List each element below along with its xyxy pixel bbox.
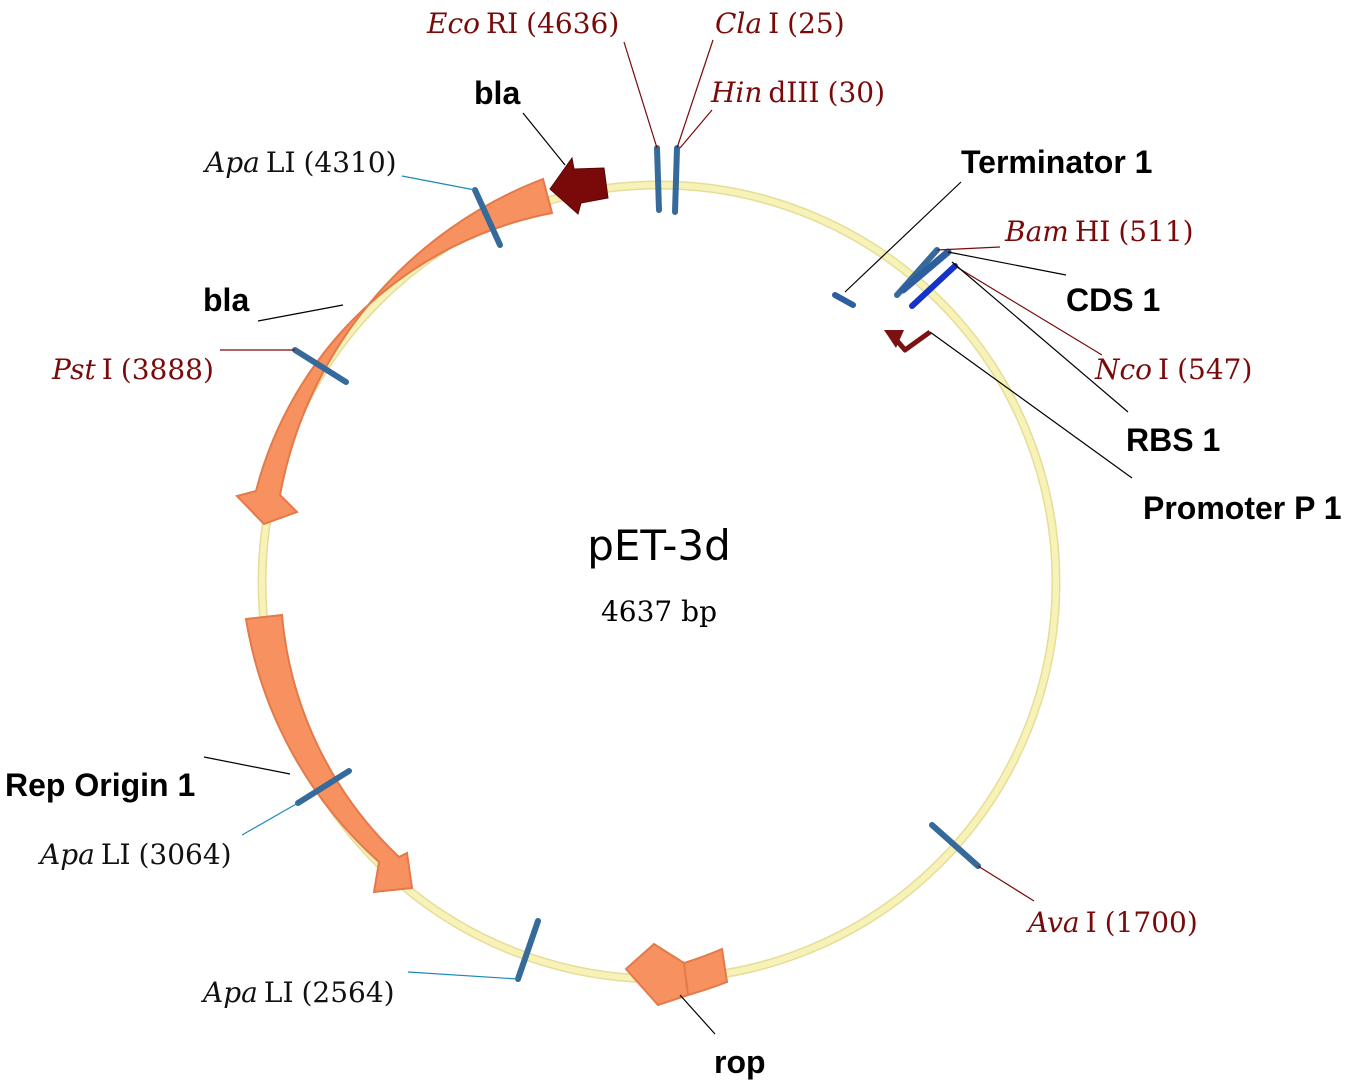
feature-label-promoter: Promoter P 1 xyxy=(1143,490,1342,526)
apali-2564-tick xyxy=(515,918,541,982)
promoter-arrowhead xyxy=(884,330,904,348)
rbs-mark xyxy=(909,263,958,309)
feature-label-rbs: RBS 1 xyxy=(1126,422,1220,458)
feature-label-bla-main: bla xyxy=(203,282,249,318)
bla-main-arrow[interactable] xyxy=(235,177,554,526)
plasmid-name: pET-3d xyxy=(587,521,731,570)
leader-lines xyxy=(203,39,1133,1035)
feature-label-terminator: Terminator 1 xyxy=(961,144,1152,180)
apali-3064-tick xyxy=(295,768,352,806)
ecori-tick xyxy=(654,145,662,213)
psti-tick xyxy=(292,347,349,385)
plasmid-size: 4637 bp xyxy=(601,595,717,628)
feature-label-rop: rop xyxy=(714,1044,766,1080)
bla-top-arrow[interactable] xyxy=(549,156,609,215)
cds-mark xyxy=(899,248,952,294)
rep-origin-arrow[interactable] xyxy=(244,613,414,894)
feature-label-rep-origin: Rep Origin 1 xyxy=(5,767,195,803)
feature-label-bla-top: bla xyxy=(474,75,520,111)
rop-arrow[interactable] xyxy=(624,942,729,1007)
terminator-mark xyxy=(832,292,856,308)
avai-tick xyxy=(929,822,981,869)
clai-tick xyxy=(672,145,680,215)
feature-label-cds: CDS 1 xyxy=(1066,282,1160,318)
apali-4310-tick xyxy=(472,187,503,248)
